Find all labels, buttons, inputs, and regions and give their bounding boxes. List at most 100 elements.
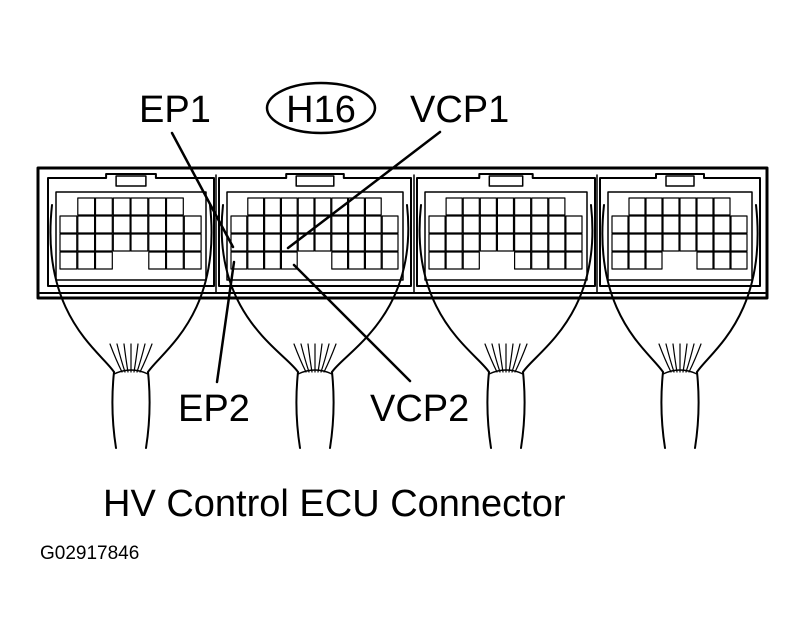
pin-cavity xyxy=(112,197,131,216)
pin-cavity xyxy=(513,233,532,252)
pin-cavity xyxy=(645,215,663,234)
wire-strand xyxy=(658,343,672,373)
pin-label-vcp1: VCP1 xyxy=(410,89,509,131)
wire-strand xyxy=(136,343,146,373)
wire-strand xyxy=(491,343,501,373)
pin-cavity xyxy=(662,197,680,216)
pin-cavity xyxy=(662,215,680,234)
wire-strand xyxy=(109,343,123,373)
harness-left-edge xyxy=(49,204,115,373)
bundle-right xyxy=(520,371,526,449)
connector-section xyxy=(47,173,215,287)
pin-cavity xyxy=(531,197,549,216)
pin-cavity xyxy=(713,215,731,234)
pin-cavity xyxy=(165,251,184,270)
pin-cavity xyxy=(77,215,96,234)
pin-cavity xyxy=(513,197,532,216)
harness-left-edge xyxy=(220,204,299,373)
harness-loop xyxy=(601,204,759,449)
figure-code: G02917846 xyxy=(40,543,139,564)
pin-cavity xyxy=(331,215,349,234)
pin-cavity xyxy=(531,251,549,270)
wire-strand xyxy=(133,343,139,373)
pin-cavity xyxy=(364,215,382,234)
bundle-top xyxy=(662,369,698,375)
pin-cavity xyxy=(77,233,96,252)
pin-cavity xyxy=(565,233,583,252)
wire-harnesses xyxy=(49,204,759,449)
wire-strand xyxy=(682,343,688,373)
wire-strand xyxy=(672,343,678,373)
pin-cavity xyxy=(165,233,184,252)
pin-cavity xyxy=(94,215,113,234)
pin-cavity xyxy=(165,215,184,234)
latch-tab xyxy=(115,175,147,187)
pin-cavity xyxy=(462,251,480,270)
pin-cavity xyxy=(730,251,748,270)
bundle-top xyxy=(113,369,149,375)
pin-frame xyxy=(55,191,207,281)
pin-cavity xyxy=(428,233,446,252)
harness-right-edge xyxy=(696,204,759,373)
pin-cavity xyxy=(77,197,96,216)
pin-cavity xyxy=(94,251,113,270)
wire-strand xyxy=(307,343,313,373)
latch-tab xyxy=(488,175,524,187)
pin-cavity xyxy=(348,215,366,234)
bundle-left xyxy=(486,371,492,449)
pin-label-ep1: EP1 xyxy=(139,89,211,131)
connector-housing xyxy=(36,166,769,300)
wire-strand xyxy=(484,343,498,373)
pin-cavity xyxy=(628,233,646,252)
section-outline xyxy=(218,173,412,287)
pin-cavity xyxy=(247,197,265,216)
pin-cavity xyxy=(247,233,265,252)
wire-strand xyxy=(514,343,528,373)
pin-cavity xyxy=(280,197,298,216)
pin-cavity xyxy=(183,233,202,252)
pin-cavity xyxy=(247,215,265,234)
wire-strand xyxy=(323,343,337,373)
wire-strand xyxy=(498,343,504,373)
pin-cavity xyxy=(331,197,349,216)
pin-cavity xyxy=(513,251,532,270)
pin-cavity xyxy=(130,197,149,216)
pin-cavity xyxy=(548,233,566,252)
pin-cavity xyxy=(94,233,113,252)
pin-cavity xyxy=(280,251,298,270)
pin-cavity xyxy=(381,233,399,252)
latch-tab xyxy=(665,175,695,187)
harness-left-edge xyxy=(601,204,664,373)
pin-cavity xyxy=(364,251,382,270)
pin-cavity xyxy=(713,251,731,270)
bundle-left xyxy=(660,371,666,449)
pin-cavity xyxy=(59,215,78,234)
pin-cavity xyxy=(548,197,566,216)
wire-strand xyxy=(293,343,307,373)
wire-strand xyxy=(508,343,514,373)
pin-cavity xyxy=(297,197,315,216)
pin-cavity xyxy=(628,197,646,216)
pin-cavity xyxy=(445,251,463,270)
connector-sections xyxy=(47,173,761,293)
pin-cavity xyxy=(679,233,697,252)
pin-cavity xyxy=(314,233,332,252)
pin-cavity xyxy=(364,197,382,216)
pin-cavity xyxy=(611,215,629,234)
pin-cavity xyxy=(548,215,566,234)
wire-strand xyxy=(300,343,310,373)
pin-cavity xyxy=(565,251,583,270)
section-outline xyxy=(599,173,761,287)
harness-right-edge xyxy=(522,204,594,373)
leader-line-vcp1 xyxy=(286,130,442,250)
harness-left-edge xyxy=(418,204,490,373)
pin-cavity xyxy=(130,233,149,252)
pin-cavity xyxy=(264,251,282,270)
latch-tab xyxy=(295,175,335,187)
bundle-right xyxy=(145,371,151,449)
pin-cavity xyxy=(230,251,248,270)
wire-strand xyxy=(139,343,153,373)
pin-cavity xyxy=(611,233,629,252)
